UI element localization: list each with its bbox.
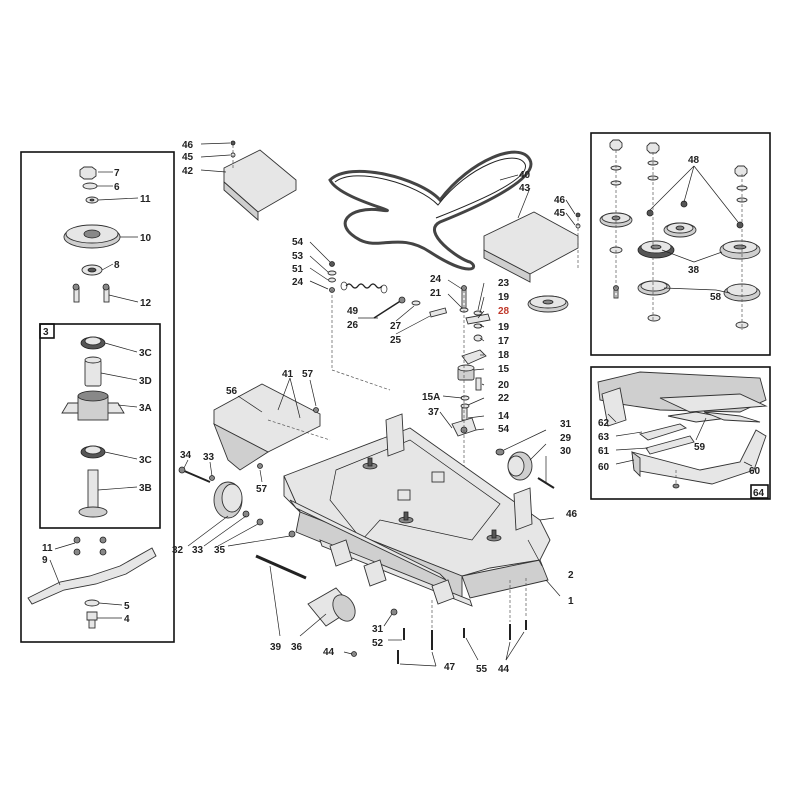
callout-31-bottom: 31 bbox=[372, 624, 384, 635]
callout-22: 22 bbox=[498, 393, 510, 404]
callout-58: 58 bbox=[710, 292, 722, 303]
callout-3A: 3A bbox=[139, 403, 152, 414]
callout-57-left: 57 bbox=[256, 484, 268, 495]
right-bottom-inset-panel: 62 63 61 60 59 60 64 bbox=[590, 366, 771, 500]
callout-45-top: 45 bbox=[182, 152, 194, 163]
callout-33-top: 33 bbox=[203, 452, 215, 463]
callout-20: 20 bbox=[498, 380, 510, 391]
left-inset-panel: 7 6 11 10 8 12 3 3C 3D 3A 3C 3B 11 9 5 4 bbox=[20, 151, 175, 643]
callout-34: 34 bbox=[180, 450, 192, 461]
callout-36: 36 bbox=[291, 642, 303, 653]
callout-1: 1 bbox=[568, 596, 574, 607]
callout-38: 38 bbox=[688, 265, 700, 276]
callout-49: 49 bbox=[347, 306, 359, 317]
callout-32: 32 bbox=[172, 545, 184, 556]
callout-5: 5 bbox=[124, 601, 130, 612]
callout-11: 11 bbox=[140, 194, 151, 205]
callout-10: 10 bbox=[140, 233, 152, 244]
callout-19-bottom: 19 bbox=[498, 322, 510, 333]
callout-12: 12 bbox=[140, 298, 152, 309]
callout-60-left: 60 bbox=[598, 462, 610, 473]
box-3-label: 3 bbox=[43, 327, 49, 338]
callout-26: 26 bbox=[347, 320, 359, 331]
callout-3C-bottom: 3C bbox=[139, 455, 152, 466]
callout-33-bottom: 33 bbox=[192, 545, 204, 556]
callout-55: 55 bbox=[476, 664, 488, 675]
callout-8: 8 bbox=[114, 260, 120, 271]
idler-spring-group: 54 53 51 24 49 26 27 25 bbox=[292, 237, 569, 520]
callout-11-blade: 11 bbox=[42, 543, 53, 554]
callout-9: 9 bbox=[42, 555, 48, 566]
top-shield-and-belt: 46 45 42 40 43 46 45 bbox=[182, 140, 581, 283]
callout-39: 39 bbox=[270, 642, 282, 653]
callout-59: 59 bbox=[694, 442, 706, 453]
callout-54-spring: 54 bbox=[292, 237, 304, 248]
box-64-label: 64 bbox=[753, 488, 765, 499]
callout-41: 41 bbox=[282, 369, 294, 380]
callout-30: 30 bbox=[560, 446, 572, 457]
callout-45-right: 45 bbox=[554, 208, 566, 219]
callout-51: 51 bbox=[292, 264, 304, 275]
callout-44-left: 44 bbox=[323, 647, 335, 658]
callout-7: 7 bbox=[114, 168, 120, 179]
callout-62: 62 bbox=[598, 418, 610, 429]
callout-40: 40 bbox=[519, 170, 531, 181]
callout-57-top: 57 bbox=[302, 369, 314, 380]
callout-2: 2 bbox=[568, 570, 574, 581]
callout-47: 47 bbox=[444, 662, 456, 673]
callout-53: 53 bbox=[292, 251, 304, 262]
callout-31-right: 31 bbox=[560, 419, 572, 430]
callout-37: 37 bbox=[428, 407, 440, 418]
callout-4: 4 bbox=[124, 614, 130, 625]
callout-43: 43 bbox=[519, 183, 531, 194]
callout-15A: 15A bbox=[422, 392, 440, 403]
callout-63: 63 bbox=[598, 432, 610, 443]
callout-52: 52 bbox=[372, 638, 384, 649]
callout-60-right: 60 bbox=[749, 466, 761, 477]
callout-3D: 3D bbox=[139, 376, 152, 387]
callout-3C-top: 3C bbox=[139, 348, 152, 359]
callout-56: 56 bbox=[226, 386, 238, 397]
callout-14: 14 bbox=[498, 411, 510, 422]
callout-25: 25 bbox=[390, 335, 402, 346]
callout-24-spring: 24 bbox=[292, 277, 304, 288]
callout-6: 6 bbox=[114, 182, 120, 193]
callout-44-right: 44 bbox=[498, 664, 510, 675]
callout-48: 48 bbox=[688, 155, 700, 166]
callout-21: 21 bbox=[430, 288, 442, 299]
callout-27: 27 bbox=[390, 321, 402, 332]
callout-23: 23 bbox=[498, 278, 510, 289]
callout-42: 42 bbox=[182, 166, 194, 177]
callout-46-deck: 46 bbox=[566, 509, 578, 520]
callout-46-right: 46 bbox=[554, 195, 566, 206]
callout-61: 61 bbox=[598, 446, 610, 457]
callout-3B: 3B bbox=[139, 483, 152, 494]
callout-28: 28 bbox=[498, 306, 510, 317]
callout-35: 35 bbox=[214, 545, 226, 556]
callout-17: 17 bbox=[498, 336, 510, 347]
mower-deck: 41 57 56 34 33 57 31 29 30 46 2 1 32 33 … bbox=[172, 240, 579, 675]
callout-54-idler: 54 bbox=[498, 424, 510, 435]
callout-24-idler: 24 bbox=[430, 274, 442, 285]
callout-46-top: 46 bbox=[182, 140, 194, 151]
callout-29: 29 bbox=[560, 433, 572, 444]
callout-19-top: 19 bbox=[498, 292, 510, 303]
callout-18: 18 bbox=[498, 350, 510, 361]
right-top-inset-panel: 48 38 58 bbox=[590, 132, 771, 356]
callout-15: 15 bbox=[498, 364, 510, 375]
